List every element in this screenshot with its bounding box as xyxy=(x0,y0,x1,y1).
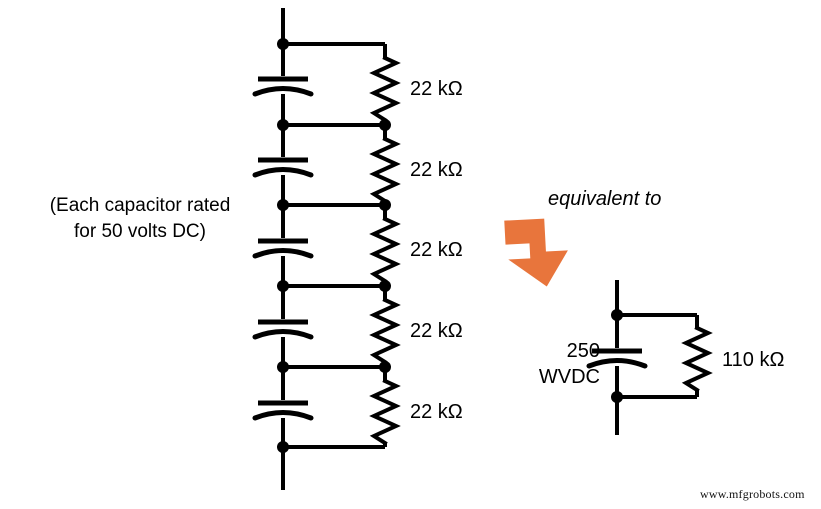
equiv-node-dot-bottom xyxy=(611,391,623,403)
resistor-4 xyxy=(372,298,398,364)
capacitor-2 xyxy=(252,157,314,178)
node-dot-right-5 xyxy=(379,361,391,373)
resistor-label-5: 22 kΩ xyxy=(410,401,463,423)
equivalent-circuit xyxy=(586,280,710,435)
node-dot-left-4 xyxy=(277,280,289,292)
node-dot-right-2 xyxy=(379,119,391,131)
resistor-label-3: 22 kΩ xyxy=(410,239,463,261)
equivalent-to-label: equivalent to xyxy=(548,188,662,210)
node-dot-left-1 xyxy=(277,38,289,50)
resistor-1 xyxy=(372,56,398,122)
resistor-label-2: 22 kΩ xyxy=(410,159,463,181)
resistor-3 xyxy=(372,217,398,283)
equivalent-resistor xyxy=(684,326,710,392)
node-dot-right-4 xyxy=(379,280,391,292)
site-watermark: www.mfgrobots.com xyxy=(700,487,805,501)
resistor-label-1: 22 kΩ xyxy=(410,78,463,100)
resistor-5 xyxy=(372,379,398,445)
capacitor-rating-note: (Each capacitor rated for 50 volts DC) xyxy=(49,195,231,242)
resistor-2 xyxy=(372,137,398,203)
capacitor-5 xyxy=(252,400,314,421)
ladder-junction-dots xyxy=(277,38,391,453)
series-capacitor-string xyxy=(252,8,314,490)
parallel-resistor-ladder xyxy=(283,42,398,449)
equivalence-arrow-icon xyxy=(504,218,568,287)
capacitor-1 xyxy=(252,76,314,97)
node-dot-right-3 xyxy=(379,199,391,211)
capacitor-3 xyxy=(252,238,314,259)
equivalent-capacitor-label: 250 WVDC xyxy=(538,340,600,388)
equivalent-resistor-label: 110 kΩ xyxy=(722,349,785,371)
equivalent-capacitor xyxy=(586,348,648,369)
resistor-label-4: 22 kΩ xyxy=(410,320,463,342)
node-dot-left-5 xyxy=(277,361,289,373)
capacitor-4 xyxy=(252,319,314,340)
equiv-node-dot-top xyxy=(611,309,623,321)
node-dot-left-6 xyxy=(277,441,289,453)
node-dot-left-3 xyxy=(277,199,289,211)
node-dot-left-2 xyxy=(277,119,289,131)
